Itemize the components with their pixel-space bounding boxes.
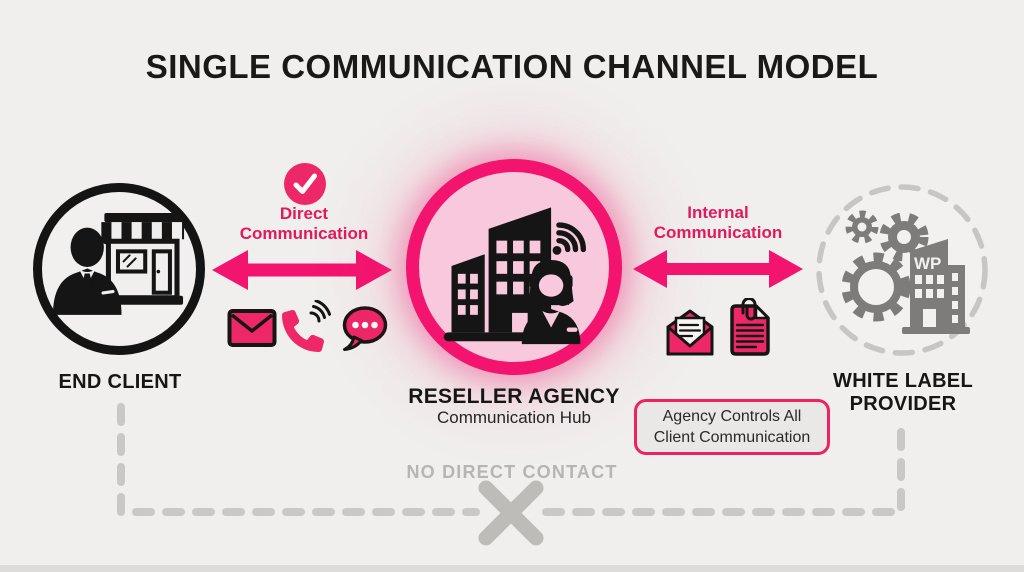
- document-paperclip-icon: [730, 298, 770, 356]
- no-direct-contact-label: NO DIRECT CONTACT: [406, 462, 618, 482]
- end-client-label: END CLIENT: [58, 371, 182, 393]
- internal-communication-label: Internal Communication: [653, 203, 783, 242]
- page-title: SINGLE COMMUNICATION CHANNEL MODEL: [145, 48, 879, 85]
- white-label-provider-label: WHITE LABEL PROVIDER: [833, 370, 973, 415]
- open-envelope-icon: [666, 309, 714, 356]
- svg-text:WP: WP: [914, 254, 941, 273]
- direct-communication-label: Direct Communication: [239, 204, 369, 243]
- blocked-x-icon: [478, 480, 544, 546]
- end-client-circle: [33, 183, 205, 355]
- reseller-agency-circle: [406, 159, 622, 375]
- agency-controls-callout: Agency Controls All Client Communication: [634, 399, 830, 455]
- gears-wp-building-icon: WP: [841, 210, 970, 334]
- businessman-storefront-icon: [52, 213, 185, 315]
- phone-icon: [282, 300, 331, 352]
- office-building-support-agent-icon: [443, 207, 587, 345]
- communication-hub-sublabel: Communication Hub: [436, 408, 591, 427]
- direct-double-arrow-icon: [212, 250, 392, 290]
- bottom-edge-strip: [0, 565, 1024, 572]
- reseller-agency-label: RESELLER AGENCY: [408, 385, 620, 408]
- envelope-icon: [227, 309, 277, 347]
- chat-bubble-icon: [342, 306, 388, 351]
- internal-double-arrow-icon: [633, 250, 803, 288]
- checkmark-icon: [284, 163, 326, 205]
